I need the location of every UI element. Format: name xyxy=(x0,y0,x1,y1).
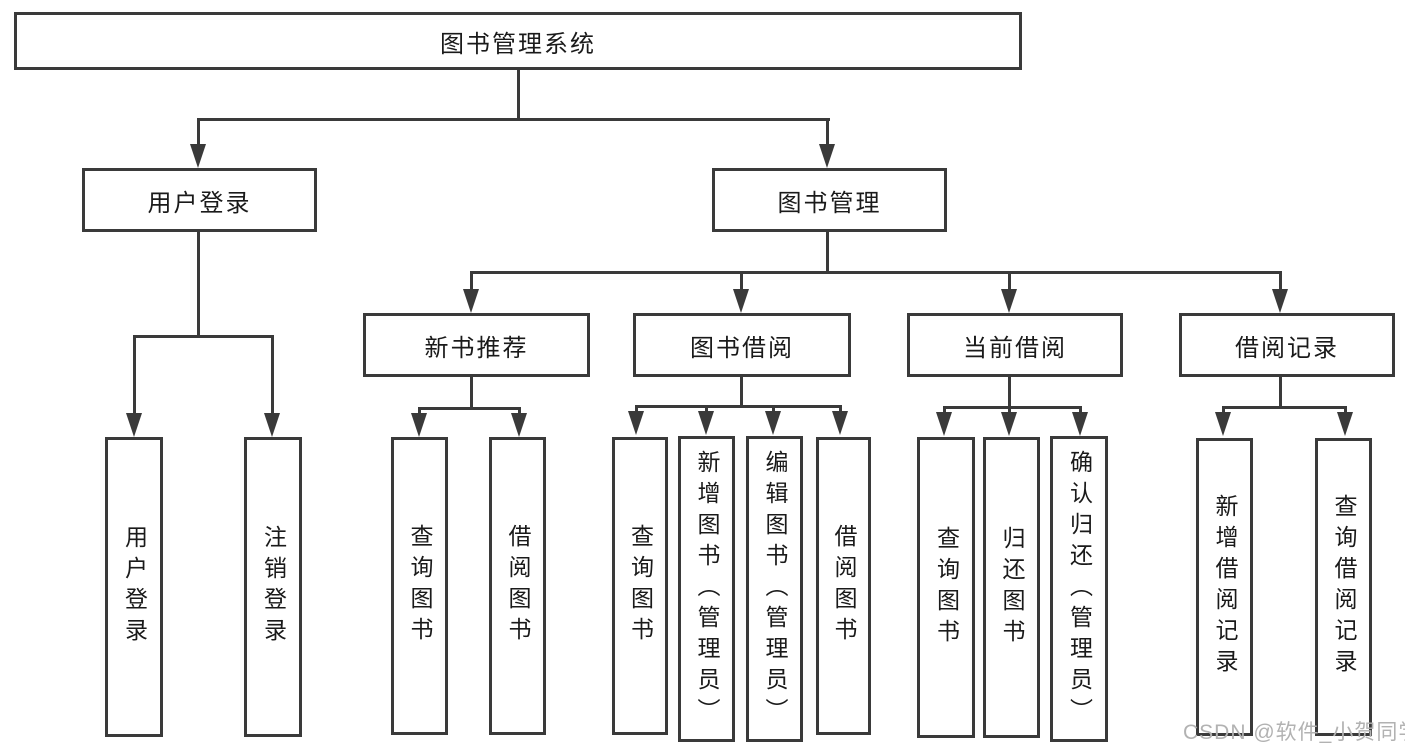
arrow-down-icon xyxy=(832,411,848,435)
leaf-add-books-admin: 新增图书（管理员） xyxy=(678,436,735,742)
leaf-query-books-1-label: 查询图书 xyxy=(407,524,433,648)
arrow-down-icon xyxy=(628,411,644,435)
connector-line xyxy=(1279,377,1282,406)
arrow-down-icon xyxy=(936,412,952,436)
connector-line xyxy=(197,232,200,335)
connector-line xyxy=(826,232,829,271)
leaf-borrow-books-2: 借阅图书 xyxy=(816,437,871,735)
connector-line xyxy=(1008,406,1011,416)
leaf-borrow-books-2-label: 借阅图书 xyxy=(831,524,857,648)
arrow-down-icon xyxy=(463,289,479,313)
node-root: 图书管理系统 xyxy=(14,12,1022,70)
connector-line xyxy=(635,405,638,415)
connector-line xyxy=(839,405,842,415)
leaf-return-books-label: 归还图书 xyxy=(999,525,1025,650)
connector-line xyxy=(1344,406,1347,416)
connector-line xyxy=(517,68,520,118)
connector-line xyxy=(943,406,1082,409)
leaf-user-login-label: 用户登录 xyxy=(121,525,148,649)
connector-line xyxy=(740,377,743,405)
connector-line xyxy=(826,118,829,146)
leaf-confirm-return-admin-label: 确认归还（管理员） xyxy=(1066,449,1093,729)
arrow-down-icon xyxy=(819,144,835,168)
node-borrow-records: 借阅记录 xyxy=(1179,313,1395,377)
arrow-down-icon xyxy=(264,413,280,437)
node-user-login-label: 用户登录 xyxy=(147,189,252,217)
connector-line xyxy=(1008,271,1011,291)
leaf-query-books-2-label: 查询图书 xyxy=(627,524,654,648)
connector-line xyxy=(1079,406,1082,416)
arrow-down-icon xyxy=(1272,289,1288,313)
node-book-management-label: 图书管理 xyxy=(777,189,882,217)
leaf-confirm-return-admin: 确认归还（管理员） xyxy=(1050,436,1108,742)
node-new-book-recommend: 新书推荐 xyxy=(363,313,590,377)
arrow-down-icon xyxy=(1001,289,1017,313)
arrow-down-icon xyxy=(698,411,714,435)
connector-line xyxy=(1222,406,1225,416)
arrow-down-icon xyxy=(1001,412,1017,436)
leaf-borrow-books-1: 借阅图书 xyxy=(489,437,546,735)
arrow-down-icon xyxy=(411,413,427,437)
node-borrow-records-label: 借阅记录 xyxy=(1235,334,1339,362)
leaf-edit-books-admin-label: 编辑图书（管理员） xyxy=(762,449,788,729)
leaf-query-books-2: 查询图书 xyxy=(612,437,668,735)
arrow-down-icon xyxy=(511,413,527,437)
connector-line xyxy=(1222,406,1347,409)
arrow-down-icon xyxy=(765,411,781,435)
connector-line xyxy=(470,271,1282,274)
connector-line xyxy=(1279,271,1282,291)
node-book-borrow: 图书借阅 xyxy=(633,313,851,377)
arrow-down-icon xyxy=(1215,412,1231,436)
node-book-management: 图书管理 xyxy=(712,168,947,232)
csdn-watermark: CSDN @软件_小贺同学 xyxy=(1183,721,1405,744)
node-book-borrow-label: 图书借阅 xyxy=(690,334,794,362)
connector-line xyxy=(635,405,842,408)
connector-line xyxy=(470,377,473,407)
connector-line xyxy=(418,407,521,410)
node-current-borrow: 当前借阅 xyxy=(907,313,1123,377)
leaf-add-borrow-record: 新增借阅记录 xyxy=(1196,438,1253,736)
leaf-query-books-3: 查询图书 xyxy=(917,437,975,738)
leaf-edit-books-admin: 编辑图书（管理员） xyxy=(746,436,803,742)
connector-line xyxy=(943,406,946,416)
leaf-add-borrow-record-label: 新增借阅记录 xyxy=(1212,494,1238,680)
leaf-logout: 注销登录 xyxy=(244,437,302,737)
node-current-borrow-label: 当前借阅 xyxy=(963,334,1067,362)
connector-line xyxy=(470,271,473,291)
connector-line xyxy=(197,118,830,121)
leaf-query-books-1: 查询图书 xyxy=(391,437,448,735)
leaf-return-books: 归还图书 xyxy=(983,437,1040,738)
node-user-login: 用户登录 xyxy=(82,168,317,232)
leaf-borrow-books-1-label: 借阅图书 xyxy=(505,524,531,648)
arrow-down-icon xyxy=(190,144,206,168)
connector-line xyxy=(705,405,708,415)
leaf-query-books-3-label: 查询图书 xyxy=(933,525,960,650)
arrow-down-icon xyxy=(733,289,749,313)
connector-line xyxy=(271,335,274,415)
connector-line xyxy=(772,405,775,415)
leaf-query-borrow-record-label: 查询借阅记录 xyxy=(1331,494,1357,680)
leaf-add-books-admin-label: 新增图书（管理员） xyxy=(694,449,720,729)
arrow-down-icon xyxy=(126,413,142,437)
connector-line xyxy=(197,118,200,146)
arrow-down-icon xyxy=(1337,412,1353,436)
node-root-label: 图书管理系统 xyxy=(440,30,596,58)
connector-line xyxy=(133,335,274,338)
leaf-logout-label: 注销登录 xyxy=(260,525,287,649)
leaf-query-borrow-record: 查询借阅记录 xyxy=(1315,438,1372,736)
leaf-user-login: 用户登录 xyxy=(105,437,163,737)
arrow-down-icon xyxy=(1072,412,1088,436)
node-new-book-recommend-label: 新书推荐 xyxy=(424,334,529,362)
connector-line xyxy=(133,335,136,415)
connector-line xyxy=(1008,377,1011,406)
connector-line xyxy=(740,271,743,291)
